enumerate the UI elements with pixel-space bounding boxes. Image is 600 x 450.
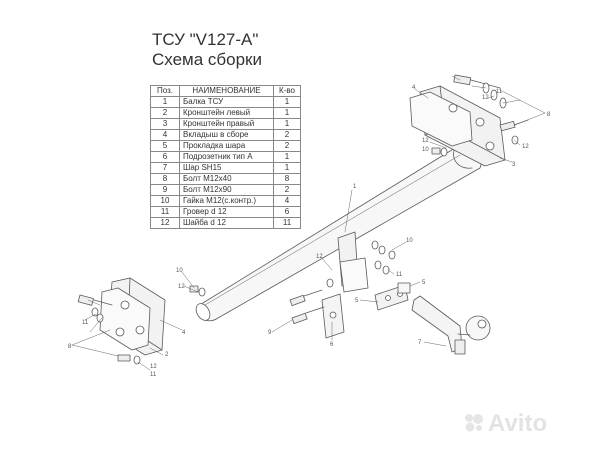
callout-insert-left: 4 xyxy=(182,330,186,336)
callout-socket-plate: 6 xyxy=(330,342,334,348)
callout-washer-right: 12 xyxy=(482,95,489,101)
callout-washer-left: 12 xyxy=(178,284,185,290)
callout-ball: 7 xyxy=(418,340,422,346)
title-line-2: Схема сборки xyxy=(152,50,262,69)
callout-ball-plate-2: 5 xyxy=(355,298,359,304)
left-bracket xyxy=(99,277,166,356)
callout-lock-washer-right: 11 xyxy=(496,89,503,95)
callout-right-bracket: 3 xyxy=(512,162,516,168)
row-qty: 11 xyxy=(273,217,301,229)
callout-washer-center: 12 xyxy=(316,254,323,260)
callout-nut-center: 10 xyxy=(406,238,413,244)
callout-lock-washer-left: 11 xyxy=(82,320,89,326)
callout-left-bracket: 2 xyxy=(165,352,169,358)
center-bracket xyxy=(321,231,369,339)
row-name: Шайба d 12 xyxy=(179,217,274,229)
callout-bolt-90: 9 xyxy=(268,330,272,336)
callout-lock-washer-left-2: 11 xyxy=(150,372,157,378)
leader-lines xyxy=(71,75,546,371)
avito-logo-icon xyxy=(465,414,483,432)
title-line-1: ТСУ "V127-A" xyxy=(152,30,259,49)
callout-labels: 1 2 3 4 4 5 5 6 7 8 8 9 10 10 10 11 11 1… xyxy=(68,85,551,378)
right-bracket xyxy=(409,85,506,167)
tow-ball xyxy=(411,295,491,355)
callout-washer-right-3: 12 xyxy=(522,144,529,150)
callout-washer-right-2: 12 xyxy=(422,138,429,144)
callout-bolt-40: 8 xyxy=(547,112,551,118)
diagram-title: ТСУ "V127-A" Схема сборки xyxy=(152,30,262,70)
callout-bolt-40-left: 8 xyxy=(68,344,72,350)
left-fasteners xyxy=(77,285,206,365)
right-fasteners xyxy=(431,74,529,157)
watermark-text: Avito xyxy=(488,410,548,437)
callout-nut-left: 10 xyxy=(176,268,183,274)
callout-ball-plate: 5 xyxy=(422,280,426,286)
callout-washer-left-2: 12 xyxy=(150,364,157,370)
callout-insert: 4 xyxy=(412,85,416,91)
parts-table-header: Поз. НАИМЕНОВАНИЕ К-во xyxy=(150,85,301,97)
callout-nut-right: 10 xyxy=(422,147,429,153)
ball-plate xyxy=(374,282,411,311)
center-fasteners xyxy=(289,240,396,325)
callout-lock-washer-center: 11 xyxy=(396,272,403,278)
callout-beam: 1 xyxy=(353,184,357,190)
